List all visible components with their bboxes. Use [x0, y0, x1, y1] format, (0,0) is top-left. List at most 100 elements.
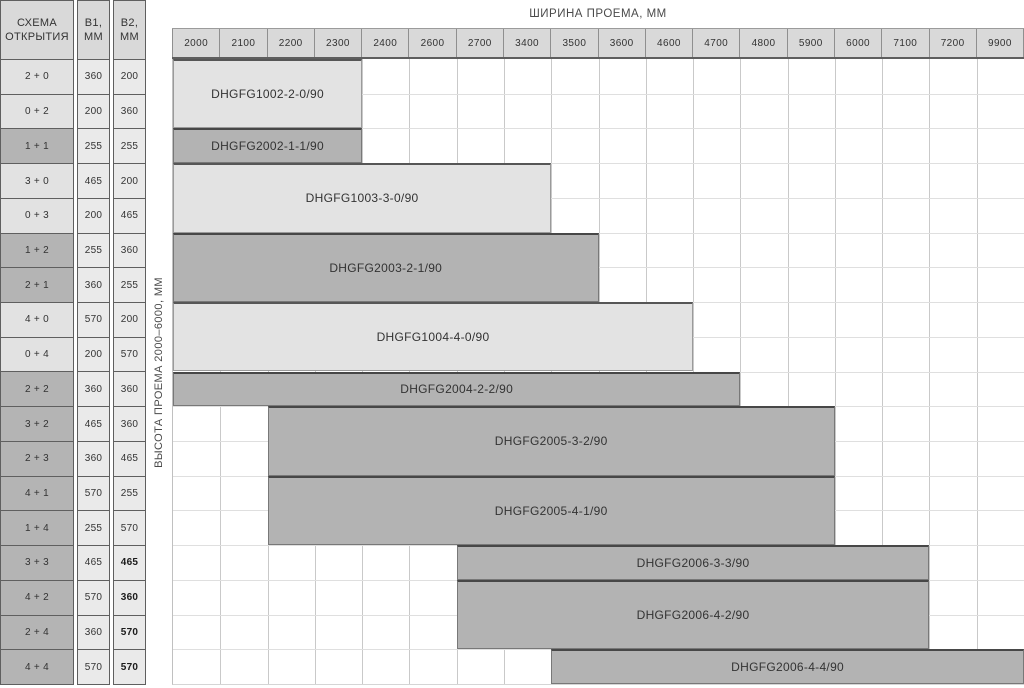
- grid-hline: [173, 267, 1024, 269]
- width-tick: 4800: [739, 29, 787, 57]
- b2-cell: 360: [114, 93, 145, 129]
- b2-cell: 465: [114, 197, 145, 233]
- b1-cell: 255: [78, 232, 109, 268]
- model-bar: DHGFG2006-4-2/90: [456, 579, 930, 650]
- b1-cell: 360: [78, 614, 109, 650]
- model-bar-label: DHGFG2005-3-2/90: [494, 434, 608, 449]
- b1-cell: 570: [78, 302, 109, 337]
- b2-cell: 200: [114, 163, 145, 198]
- model-bar-label: DHGFG2005-4-1/90: [494, 503, 608, 518]
- model-bar-label: DHGFG2004-2-2/90: [400, 382, 514, 397]
- width-tick: 6000: [833, 29, 882, 57]
- b1-cell: 200: [78, 93, 109, 129]
- scheme-cell: 0 + 3: [1, 197, 73, 233]
- b2-cell: 465: [114, 440, 145, 476]
- model-bar-label: DHGFG1004-4-0/90: [376, 330, 490, 345]
- b2-cell: 255: [114, 128, 145, 164]
- b1-cell: 200: [78, 336, 109, 372]
- grid-hline: [173, 197, 1024, 199]
- model-bar: DHGFG1004-4-0/90: [173, 302, 694, 372]
- b2-cell: 570: [114, 336, 145, 372]
- model-bar: DHGFG2004-2-2/90: [173, 371, 741, 407]
- width-tick: 2400: [361, 29, 409, 57]
- model-bar: DHGFG1002-2-0/90: [173, 59, 363, 129]
- b1-column-header: B1, ММ: [78, 1, 109, 59]
- width-tick: 2100: [219, 29, 267, 57]
- width-axis-title: ШИРИНА ПРОЕМА, ММ: [529, 8, 667, 20]
- height-axis-title: ВЫСОТА ПРОЕМА 2000–6000, ММ: [153, 276, 165, 468]
- width-tick: 4600: [644, 29, 693, 57]
- scheme-cell: 1 + 2: [1, 232, 73, 268]
- model-bar: DHGFG2005-4-1/90: [267, 475, 835, 546]
- model-bar-label: DHGFG1002-2-0/90: [211, 87, 324, 102]
- b2-cell: 570: [114, 649, 145, 684]
- model-bar: DHGFG2006-3-3/90: [456, 545, 930, 580]
- b1-cell: 360: [78, 440, 109, 476]
- grid-hline: [173, 232, 1024, 234]
- grid-hline: [173, 93, 1024, 95]
- b2-cell: 255: [114, 475, 145, 511]
- scheme-cell: 3 + 2: [1, 406, 73, 441]
- width-tick: 4700: [692, 29, 740, 57]
- scheme-cell: 1 + 1: [1, 128, 73, 164]
- b1-cell: 465: [78, 406, 109, 441]
- b2-cell: 360: [114, 232, 145, 268]
- scheme-cell: 2 + 1: [1, 267, 73, 303]
- b2-cell: 360: [114, 406, 145, 441]
- b1-cell: 465: [78, 163, 109, 198]
- scheme-column-header: СХЕМА ОТКРЫТИЯ: [1, 1, 73, 59]
- model-bar-label: DHGFG2006-3-3/90: [636, 555, 750, 570]
- model-bar-label: DHGFG2006-4-2/90: [636, 608, 750, 623]
- model-bar-label: DHGFG1003-3-0/90: [305, 191, 419, 206]
- model-bar-label: DHGFG2003-2-1/90: [329, 260, 443, 275]
- scheme-cell: 4 + 2: [1, 579, 73, 615]
- b1-cell: 360: [78, 371, 109, 407]
- b1-cell: 570: [78, 579, 109, 615]
- b2-cell: 465: [114, 545, 145, 580]
- scheme-cell: 0 + 2: [1, 93, 73, 129]
- width-tick: 2300: [313, 29, 362, 57]
- b1-cell: 465: [78, 545, 109, 580]
- b1-cell: 360: [78, 267, 109, 303]
- model-bar: DHGFG2006-4-4/90: [551, 649, 1024, 684]
- model-bar-label: DHGFG2006-4-4/90: [731, 660, 845, 675]
- width-tick: 5900: [786, 29, 834, 57]
- scheme-cell: 2 + 3: [1, 440, 73, 476]
- b2-cell: 255: [114, 267, 145, 303]
- width-tick: 2700: [455, 29, 503, 57]
- model-bar: DHGFG2005-3-2/90: [267, 406, 835, 476]
- b1-cell: 570: [78, 649, 109, 684]
- b1-cell: 200: [78, 197, 109, 233]
- b2-cell: 360: [114, 371, 145, 407]
- model-bar: DHGFG1003-3-0/90: [173, 163, 552, 233]
- grid-hline: [173, 163, 1024, 165]
- height-axis-title-wrap: ВЫСОТА ПРОЕМА 2000–6000, ММ: [146, 59, 172, 685]
- width-tick: 9900: [975, 29, 1024, 57]
- model-bar: DHGFG2002-1-1/90: [173, 128, 363, 164]
- scheme-cell: 4 + 0: [1, 302, 73, 337]
- b1-cell: 255: [78, 510, 109, 546]
- b1-cell: 360: [78, 59, 109, 94]
- scheme-cell: 1 + 4: [1, 510, 73, 546]
- width-tick: 3600: [597, 29, 645, 57]
- scheme-cell: 2 + 0: [1, 59, 73, 94]
- width-tick: 7100: [881, 29, 929, 57]
- scheme-cell: 2 + 4: [1, 614, 73, 650]
- width-tick: 2200: [266, 29, 314, 57]
- b2-cell: 570: [114, 614, 145, 650]
- width-tick: 2000: [172, 29, 220, 57]
- grid-hline: [173, 128, 1024, 130]
- scheme-cell: 4 + 4: [1, 649, 73, 684]
- scheme-cell: 2 + 2: [1, 371, 73, 407]
- b2-cell: 570: [114, 510, 145, 546]
- b2-cell: 200: [114, 302, 145, 337]
- scheme-cell: 3 + 3: [1, 545, 73, 580]
- model-bar: DHGFG2003-2-1/90: [173, 232, 599, 303]
- b1-cell: 255: [78, 128, 109, 164]
- scheme-cell: 4 + 1: [1, 475, 73, 511]
- scheme-cell: 3 + 0: [1, 163, 73, 198]
